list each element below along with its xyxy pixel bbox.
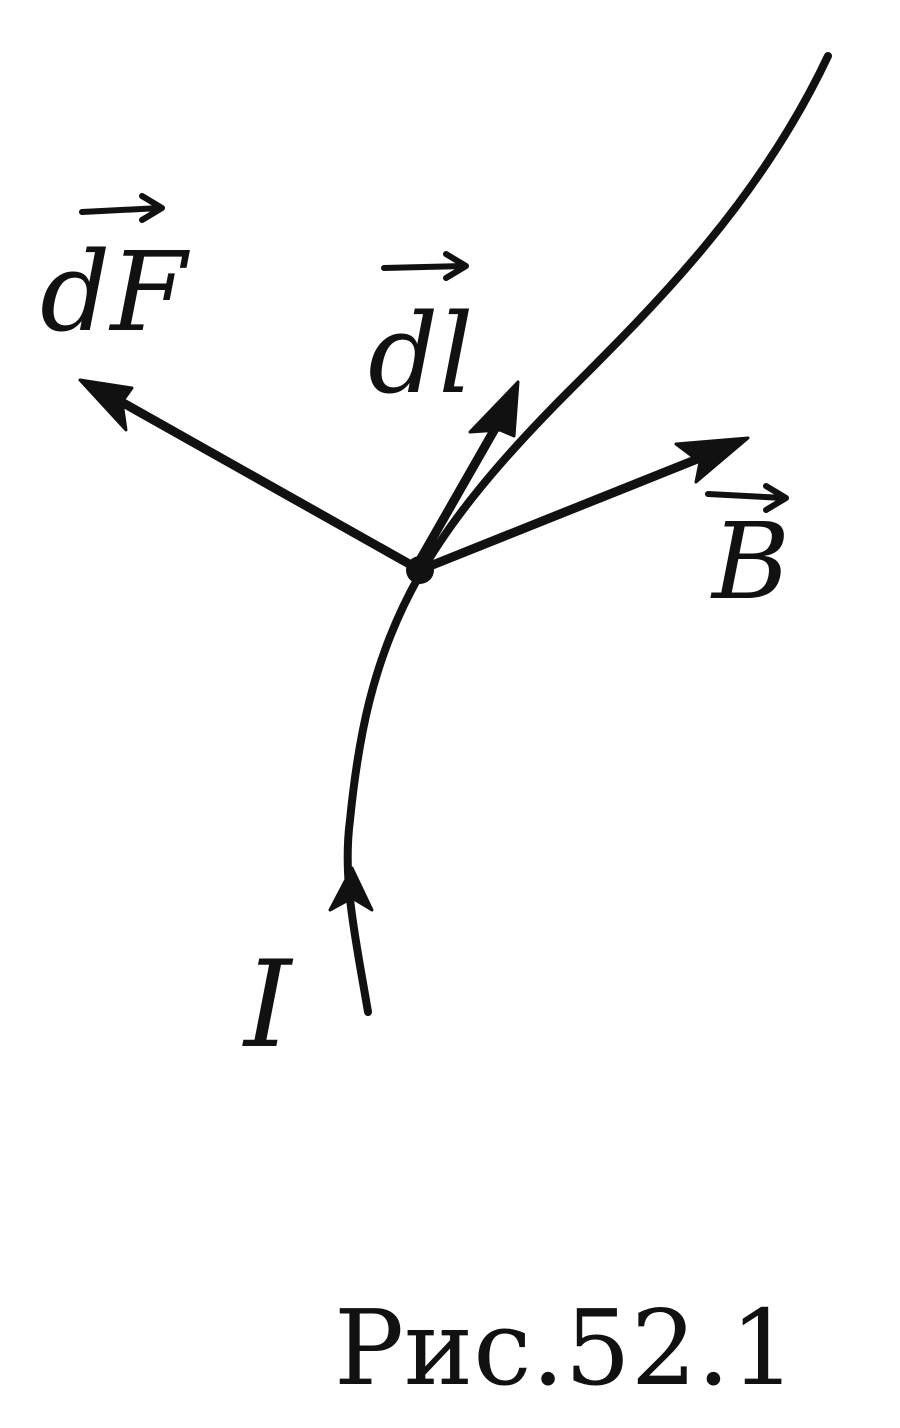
field-label-overarrow	[705, 483, 789, 513]
force-vector-line	[113, 395, 425, 575]
element-label: dl	[368, 251, 474, 418]
element-label-text: dl	[368, 290, 474, 418]
field-label-text: B	[710, 500, 790, 623]
field-vector-arrowhead	[674, 436, 750, 484]
field-vector-line	[415, 453, 705, 575]
wire-lower	[343, 574, 422, 1016]
figure-caption: Рис.52.1	[334, 1287, 796, 1409]
element-vector-arrowhead	[468, 380, 520, 438]
force-label-overarrow	[79, 193, 165, 223]
force-label: dF	[40, 193, 190, 356]
field-label: B	[705, 483, 790, 623]
current-arrowhead	[328, 866, 374, 912]
wire-upper	[414, 52, 832, 582]
force-label-text: dF	[40, 228, 190, 356]
element-vector-line	[415, 415, 505, 565]
current-label: I	[242, 936, 294, 1075]
force-vector-arrowhead	[78, 378, 134, 432]
element-label-overarrow	[381, 251, 469, 281]
